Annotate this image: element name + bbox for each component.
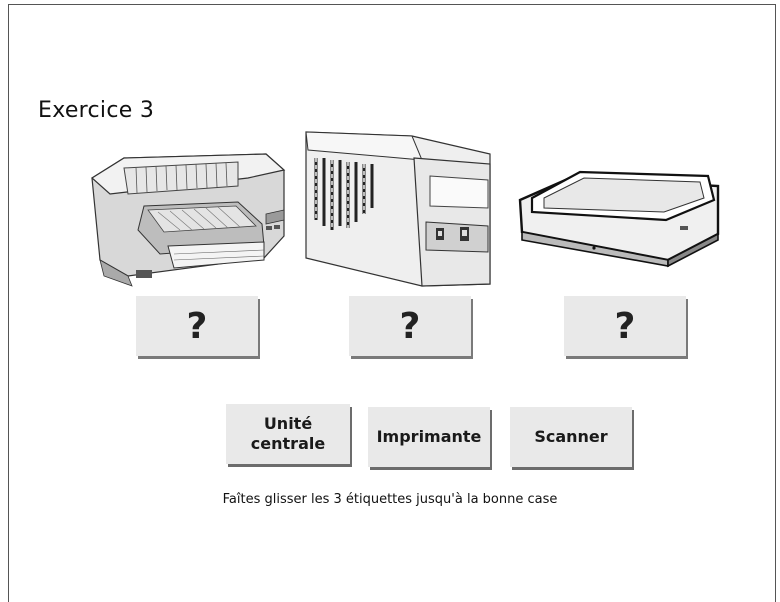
instruction-text: Faîtes glisser les 3 étiquettes jusqu'à … — [222, 492, 558, 507]
label-imprimante[interactable]: Imprimante — [368, 407, 490, 467]
drop-slot-printer[interactable]: ? — [136, 296, 258, 356]
label-unite-centrale[interactable]: Unité centrale — [226, 404, 350, 464]
exercise-title: Exercice 3 — [38, 98, 155, 123]
label-unite-centrale-line1: Unité — [263, 414, 313, 433]
printer-icon — [91, 153, 286, 287]
label-scanner[interactable]: Scanner — [510, 407, 632, 467]
label-unite-centrale-line2: centrale — [250, 434, 326, 453]
computer-tower-icon — [305, 131, 491, 287]
drop-slot-central-unit[interactable]: ? — [349, 296, 471, 356]
scanner-icon — [518, 170, 720, 268]
drop-slot-scanner[interactable]: ? — [564, 296, 686, 356]
